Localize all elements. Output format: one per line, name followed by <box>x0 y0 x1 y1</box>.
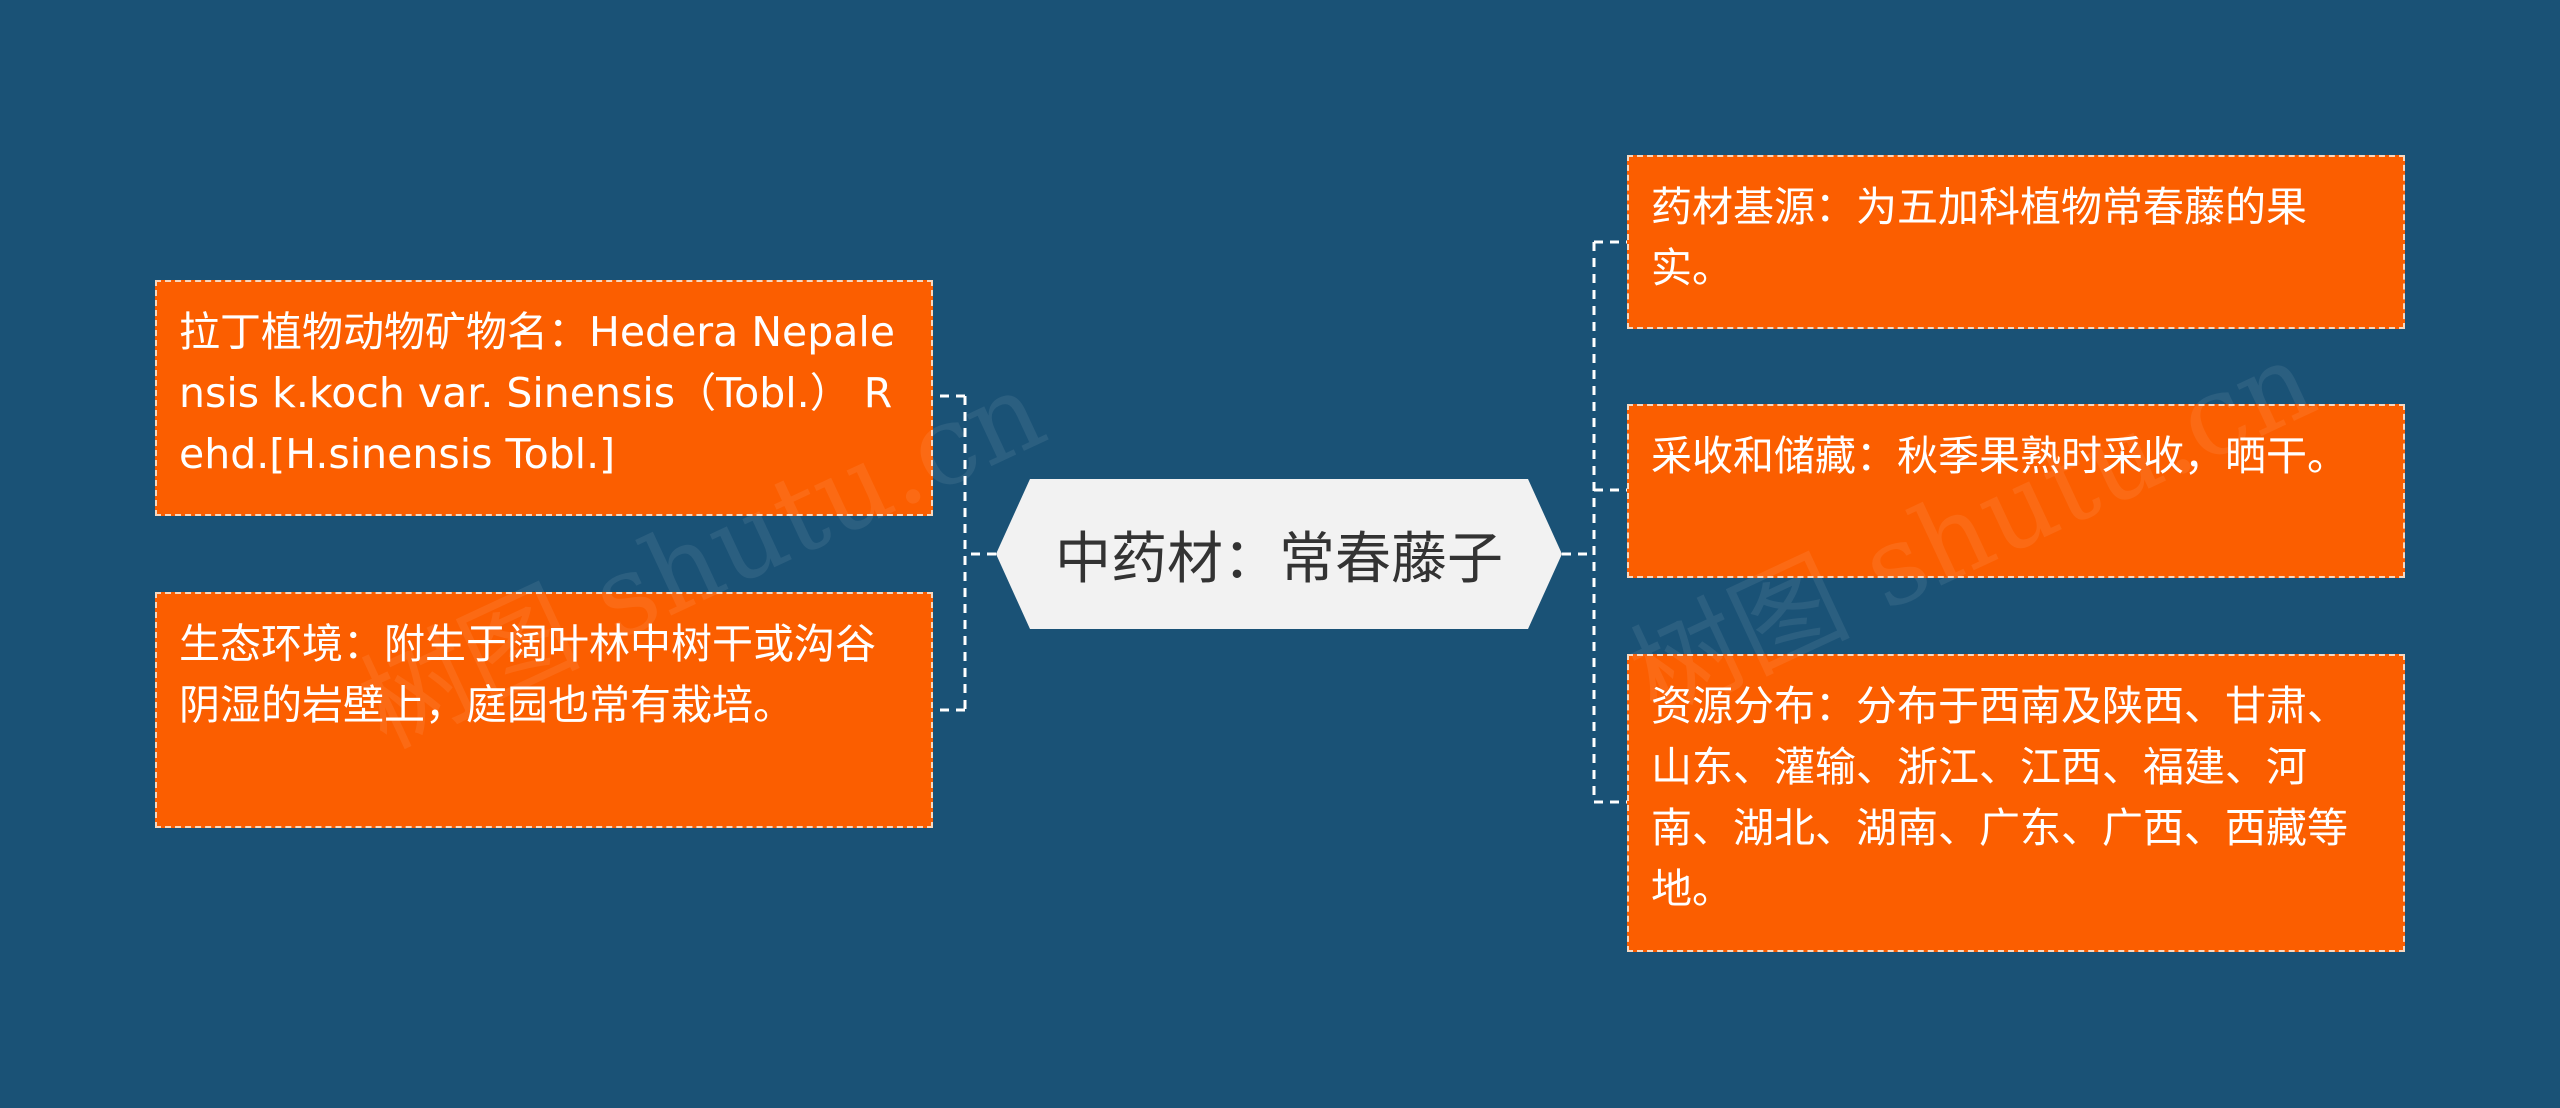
center-node-shape <box>996 479 1562 629</box>
right-node-harvest[interactable]: 采收和储藏：秋季果熟时采收，晒干。 <box>1627 404 2405 578</box>
left-node-habitat[interactable]: 生态环境：附生于阔叶林中树干或沟谷阴湿的岩壁上，庭园也常有栽培。 <box>155 592 933 828</box>
right-node-harvest-text: 采收和储藏：秋季果熟时采收，晒干。 <box>1651 432 2348 480</box>
center-node-title: 中药材：常春藤子 <box>1055 526 1503 592</box>
right-node-source-text: 药材基源：为五加科植物常春藤的果实。 <box>1651 183 2307 292</box>
right-node-source[interactable]: 药材基源：为五加科植物常春藤的果实。 <box>1627 155 2405 329</box>
left-node-latin-name-text: 拉丁植物动物矿物名：Hedera Nepalensis k.koch var. … <box>179 308 895 478</box>
right-node-distribution[interactable]: 资源分布：分布于西南及陕西、甘肃、山东、灌输、浙江、江西、福建、河南、湖北、湖南… <box>1627 654 2405 952</box>
left-node-latin-name[interactable]: 拉丁植物动物矿物名：Hedera Nepalensis k.koch var. … <box>155 280 933 516</box>
left-node-habitat-text: 生态环境：附生于阔叶林中树干或沟谷阴湿的岩壁上，庭园也常有栽培。 <box>179 620 876 729</box>
right-node-distribution-text: 资源分布：分布于西南及陕西、甘肃、山东、灌输、浙江、江西、福建、河南、湖北、湖南… <box>1651 682 2348 913</box>
center-node[interactable]: 中药材：常春藤子 <box>996 479 1562 629</box>
